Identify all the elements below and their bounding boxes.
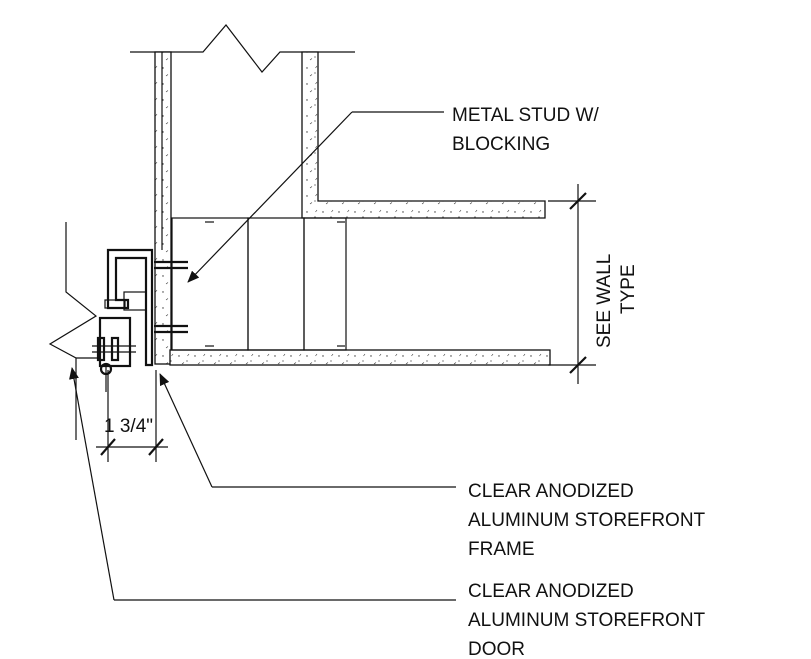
bottom-wall [169,349,551,366]
note-frame: CLEAR ANODIZED ALUMINUM STOREFRONT FRAME [468,481,706,560]
note-frame-line-2: ALUMINUM STOREFRONT [468,510,706,531]
leader-metal-stud [187,111,444,283]
storefront-door [92,316,136,392]
note-metal-stud-line-2: BLOCKING [452,134,550,155]
leader-door [69,367,456,601]
note-metal-stud-line-1: METAL STUD W/ [452,105,599,126]
metal-stud-blocking [171,217,347,351]
wall-type-dimension: SEE WALL TYPE [548,184,639,384]
door-break-line [48,222,100,440]
note-door-line-3: DOOR [468,639,525,659]
dimension-label: 1 3/4" [104,416,153,437]
wall-anchors [154,260,188,334]
wall-type-label-1: SEE WALL [594,254,615,348]
note-frame-line-3: FRAME [468,539,535,560]
note-door-line-2: ALUMINUM STOREFRONT [468,610,706,631]
storefront-frame [104,248,154,367]
break-line [130,24,355,73]
note-door: CLEAR ANODIZED ALUMINUM STOREFRONT DOOR [468,581,706,659]
note-metal-stud: METAL STUD W/ BLOCKING [452,105,599,155]
dimension-1-3-4: 1 3/4" [96,370,168,462]
left-wall [154,51,172,365]
leader-frame [159,373,456,488]
note-door-line-1: CLEAR ANODIZED [468,581,634,602]
note-frame-line-1: CLEAR ANODIZED [468,481,634,502]
wall-type-label-2: TYPE [618,264,639,314]
